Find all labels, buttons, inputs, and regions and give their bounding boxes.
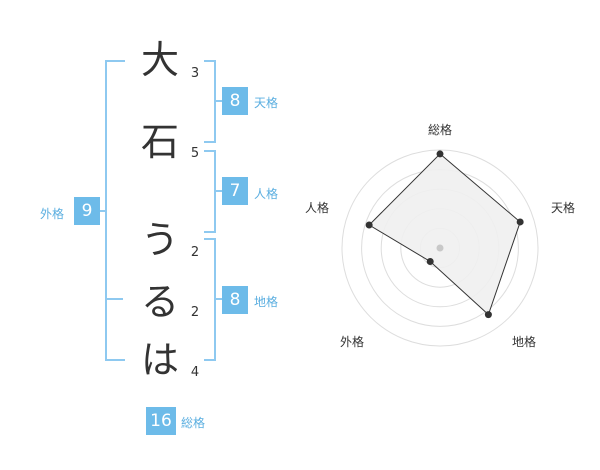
chikaku-badge: 8	[222, 286, 248, 314]
tenkaku-bracket	[204, 60, 216, 143]
soukaku-label: 総格	[181, 416, 206, 430]
tenkaku-badge: 8	[222, 87, 248, 115]
stroke-count-3: 2	[190, 245, 200, 260]
radar-axis-label-jinkaku: 人格	[305, 200, 329, 215]
gaikaku-badge: 9	[74, 197, 100, 225]
tenkaku-label: 天格	[254, 96, 279, 110]
radar-point	[436, 150, 444, 158]
radar-axis-label-chikaku: 地格	[512, 334, 536, 349]
radar-point	[426, 257, 434, 265]
gaikaku-connector	[100, 210, 107, 212]
chikaku-label: 地格	[254, 295, 279, 309]
radar-center-dot	[436, 244, 444, 252]
name-char-5: は	[140, 338, 179, 382]
soukaku-badge: 16	[146, 407, 176, 435]
gaikaku-bracket-tick	[105, 298, 123, 300]
gaikaku-label: 外格	[40, 207, 65, 221]
radar-axis-label-tenkaku: 天格	[551, 200, 575, 215]
radar-axis-label-soukaku: 総格	[428, 122, 452, 137]
chikaku-bracket	[204, 238, 216, 361]
radar-ring	[341, 149, 539, 347]
jinkaku-label: 人格	[254, 187, 279, 201]
tenkaku-connector	[216, 100, 222, 102]
name-char-2: 石	[140, 120, 179, 164]
jinkaku-connector	[216, 190, 222, 192]
radar-point	[516, 218, 524, 226]
stroke-count-1: 3	[190, 66, 200, 81]
stroke-count-4: 2	[190, 305, 200, 320]
radar-axis-label-gaikaku: 外格	[340, 334, 364, 349]
name-char-1: 大	[140, 38, 179, 82]
name-char-4: る	[140, 280, 179, 324]
radar-polygon	[368, 153, 521, 316]
radar-point	[365, 221, 373, 229]
radar-points	[365, 150, 524, 319]
jinkaku-bracket	[204, 150, 216, 233]
stroke-count-2: 5	[190, 146, 200, 161]
chikaku-connector	[216, 298, 222, 300]
name-char-3: う	[140, 218, 179, 262]
radar-point	[484, 311, 492, 319]
jinkaku-badge: 7	[222, 177, 248, 205]
stroke-count-5: 4	[190, 365, 200, 380]
